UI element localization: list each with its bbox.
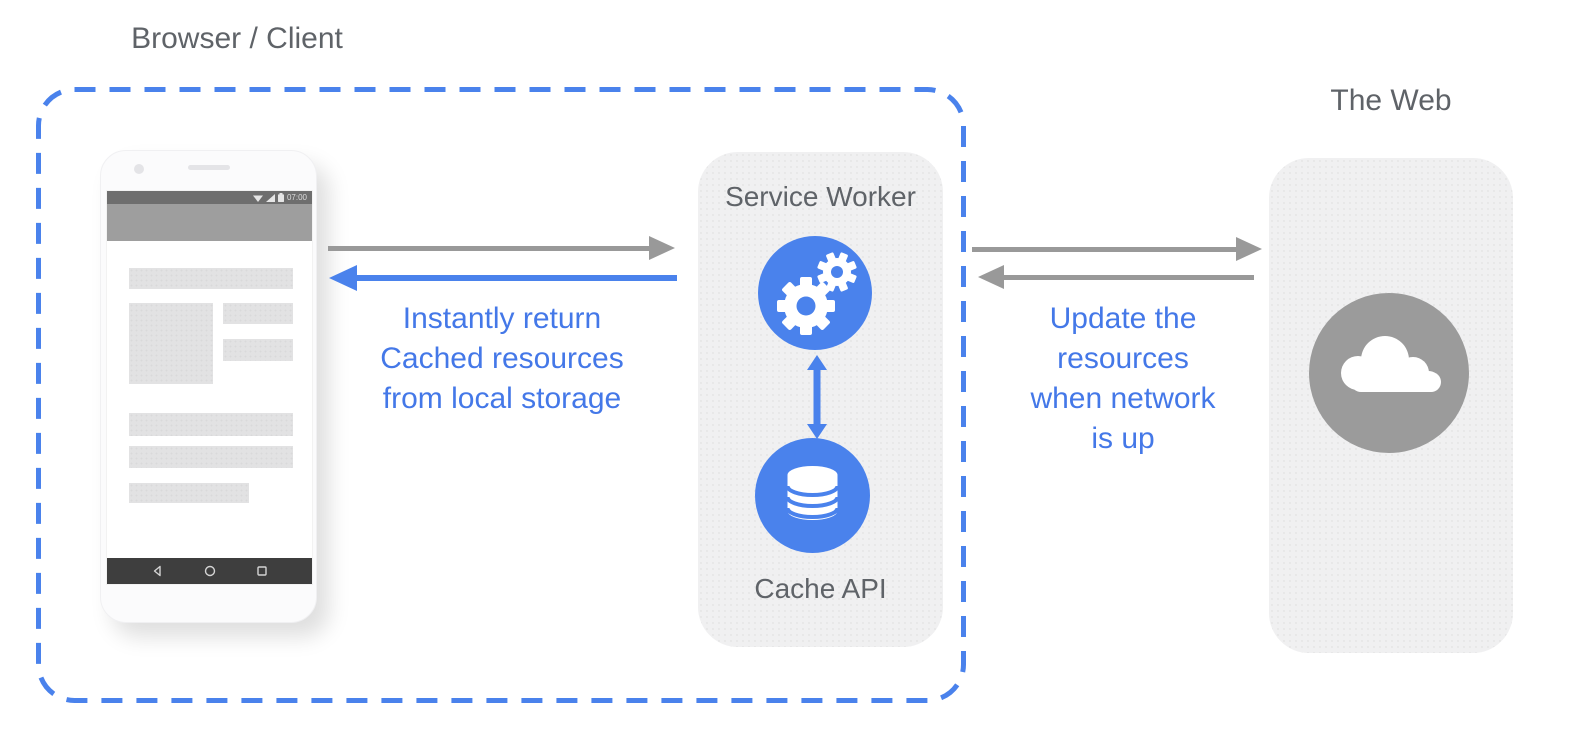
gears-icon: [777, 252, 857, 335]
note-line: Update the: [1049, 302, 1197, 335]
back-icon: [153, 565, 161, 577]
battery-icon: [277, 193, 284, 202]
note-line: from local storage: [382, 382, 622, 415]
arrow-shaft: [349, 275, 677, 281]
phone-status-bar: 07:00: [107, 191, 312, 204]
network-update-note: Update the resources when network is up: [973, 299, 1273, 459]
content-placeholder: [129, 483, 249, 503]
client-boundary-dashed-box: [36, 87, 966, 703]
note-line: Instantly return: [402, 302, 602, 335]
web-card: [1269, 158, 1513, 653]
content-placeholder: [129, 303, 213, 384]
phone-nav-bar: [107, 558, 312, 584]
arrow-sw-to-client: [329, 265, 677, 291]
arrow-head-icon: [329, 265, 357, 291]
cloud-icon: [1341, 336, 1441, 392]
phone-screen: 07:00: [106, 190, 313, 585]
wifi-icon: [252, 195, 263, 202]
sw-cache-double-arrow: [807, 355, 827, 439]
arrow-head-icon: [1236, 237, 1262, 261]
note-line: is up: [1091, 422, 1155, 455]
camera-icon: [134, 164, 144, 174]
content-placeholder: [129, 446, 293, 468]
database-icon: [785, 466, 840, 520]
service-worker-title: Service Worker: [725, 181, 916, 212]
gears-circle: [758, 236, 872, 350]
arrow-head-icon: [649, 236, 675, 260]
arrow-sw-to-web: [972, 236, 1262, 262]
arrow-shaft: [328, 245, 655, 251]
the-web-label: The Web: [1330, 84, 1452, 117]
cache-api-label: Cache API: [754, 573, 887, 604]
browser-client-label: Browser / Client: [131, 22, 343, 55]
phone-mockup: 07:00: [100, 150, 317, 623]
arrow-shaft: [998, 274, 1254, 280]
arrow-head-icon: [978, 265, 1004, 289]
app-bar: [107, 204, 312, 241]
content-placeholder: [223, 303, 293, 324]
content-placeholder: [129, 413, 293, 436]
cache-circle: [755, 438, 870, 553]
service-worker-card: Service Worker: [698, 152, 943, 647]
cloud-circle: [1309, 293, 1469, 453]
arrow-client-to-sw: [328, 235, 675, 261]
status-time: 07:00: [286, 193, 307, 202]
content-placeholder: [223, 339, 293, 361]
note-line: Cached resources: [380, 342, 624, 375]
recents-icon: [257, 566, 267, 576]
signal-icon: [265, 193, 275, 202]
arrow-shaft: [972, 246, 1242, 252]
arrow-web-to-sw: [978, 264, 1254, 290]
speaker-slot: [187, 165, 230, 170]
note-line: when network: [1030, 382, 1216, 415]
content-placeholder: [129, 268, 293, 289]
note-line: resources: [1057, 342, 1189, 375]
cached-response-note: Instantly return Cached resources from l…: [330, 299, 674, 419]
home-icon: [204, 565, 215, 577]
